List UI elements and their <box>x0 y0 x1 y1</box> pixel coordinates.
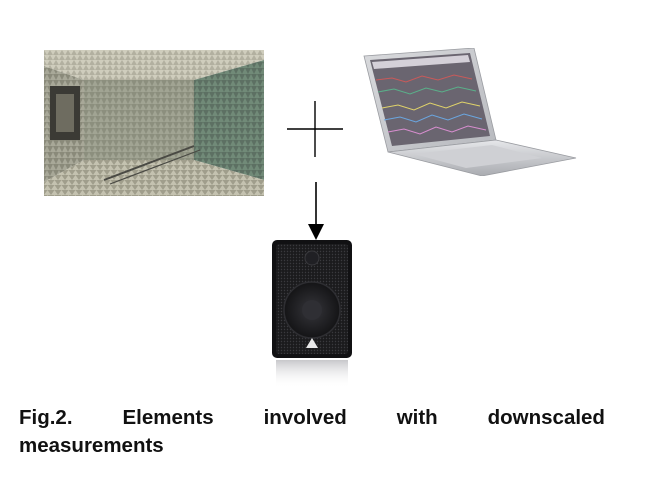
caption-word: Elements <box>122 404 213 432</box>
down-arrow <box>306 182 326 240</box>
caption-word: downscaled <box>488 404 605 432</box>
laptop-photo <box>362 48 578 176</box>
caption-line-2: measurements <box>19 432 605 460</box>
caption-label: Fig.2. <box>19 404 73 432</box>
figure <box>0 0 661 400</box>
caption-word: involved <box>264 404 347 432</box>
figure-caption: Fig.2. Elements involved with downscaled… <box>19 404 605 460</box>
caption-word: with <box>397 404 438 432</box>
anechoic-chamber-photo <box>44 50 264 196</box>
plus-sign <box>287 101 343 157</box>
loudspeaker-photo <box>268 238 356 388</box>
caption-line-1: Fig.2. Elements involved with downscaled <box>19 404 605 432</box>
